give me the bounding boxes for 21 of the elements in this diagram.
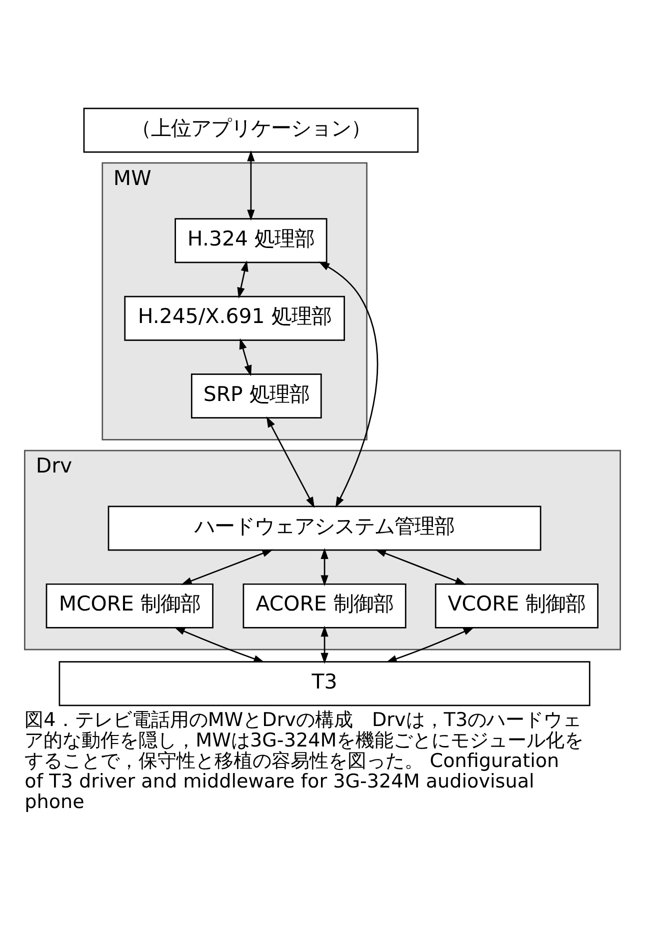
node-box: MCORE 制御部 [46,582,214,628]
arrow [180,548,274,584]
arrow [318,261,378,508]
arrow [237,260,248,298]
arrow [320,548,328,586]
arrow [239,338,252,376]
node-box: （上位アプリケーション） [83,107,419,152]
node-box: T3 [58,660,590,706]
node-box: H.324 処理部 [174,218,328,263]
arrow [375,548,466,584]
node-box: SRP 処理部 [190,373,322,418]
arrow [320,625,328,664]
arrow [266,416,315,508]
node-box: ACORE 制御部 [242,582,406,628]
node-box: VCORE 制御部 [434,582,598,628]
arrow [386,626,474,662]
node-box: ハードウェアシステム管理部 [108,505,542,550]
arrow [247,150,255,220]
caption: 図4．テレビ電話用のMWとDrvの構成 Drvは，T3のハードウェア的な動作を隠し，MWは3G-324Mを機能ごとにモジュール化をすることで，保守性と移植の容易性を図った。 Configuration of T3 driver and middleware for 3G-324M audiovisual phone [24,708,584,812]
arrow [174,626,265,662]
node-box: H.245/X.691 処理部 [124,295,345,340]
